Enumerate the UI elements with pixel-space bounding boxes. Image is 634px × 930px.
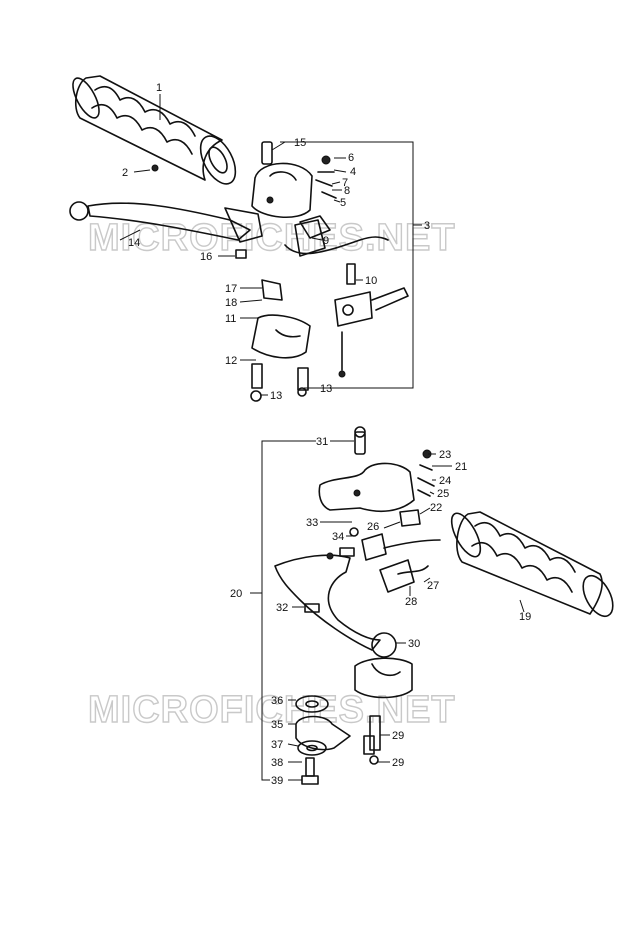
callout-1: 1 <box>156 82 162 94</box>
callout-33: 33 <box>306 517 318 529</box>
callout-3: 3 <box>424 220 430 232</box>
callout-17: 17 <box>225 283 237 295</box>
callout-13b: 13 <box>320 383 332 395</box>
callout-18: 18 <box>225 297 237 309</box>
watermark-top: MICROFICHES.NET <box>88 217 456 259</box>
cable-holder-drawing <box>294 219 326 257</box>
right-grip-drawing <box>450 511 614 618</box>
callout-28: 28 <box>405 596 417 608</box>
bracket-20 <box>261 440 316 781</box>
callout-36: 36 <box>271 695 283 707</box>
callout-31: 31 <box>316 436 328 448</box>
upper-housing-drawing <box>251 141 337 239</box>
callout-6: 6 <box>348 152 354 164</box>
callout-27: 27 <box>427 580 439 592</box>
callout-20: 20 <box>230 588 242 600</box>
callout-22: 22 <box>430 502 442 514</box>
callout-7: 7 <box>342 177 348 189</box>
callout-19: 19 <box>519 611 531 623</box>
callout-30: 30 <box>408 638 420 650</box>
callout-4: 4 <box>350 166 356 178</box>
callout-32: 32 <box>276 602 288 614</box>
callout-2: 2 <box>122 167 128 179</box>
callout-29b: 29 <box>392 757 404 769</box>
lower-upper-housing-drawing <box>318 426 435 527</box>
brake-lever-drawing <box>274 547 397 658</box>
callout-26: 26 <box>367 521 379 533</box>
callout-12: 12 <box>225 355 237 367</box>
callout-38: 38 <box>271 757 283 769</box>
callout-5: 5 <box>340 197 346 209</box>
clutch-lever-drawing <box>69 201 263 243</box>
watermark-bottom: MICROFICHES.NET <box>88 689 456 731</box>
lower-clamp-drawing <box>235 249 311 402</box>
callout-39: 39 <box>271 775 283 787</box>
callout-9: 9 <box>323 235 329 247</box>
callout-11: 11 <box>225 313 236 325</box>
callout-25: 25 <box>437 488 449 500</box>
callout-37: 37 <box>271 739 283 751</box>
callout-10: 10 <box>365 275 377 287</box>
callout-29a: 29 <box>392 730 404 742</box>
callout-35: 35 <box>271 719 283 731</box>
callout-34: 34 <box>332 531 344 543</box>
callout-21: 21 <box>455 461 467 473</box>
switch-drawing <box>334 263 409 378</box>
left-grip-drawing <box>72 75 237 185</box>
callout-13a: 13 <box>270 390 282 402</box>
callout-14: 14 <box>128 237 140 249</box>
washer-stack-drawing <box>295 695 351 785</box>
callout-8: 8 <box>344 185 350 197</box>
callout-23: 23 <box>439 449 451 461</box>
callout-16: 16 <box>200 251 212 263</box>
bracket-3 <box>280 141 414 389</box>
callout-15: 15 <box>294 137 306 149</box>
lower-cable-drawing <box>349 527 441 593</box>
lower-lower-clamp-drawing <box>354 657 413 765</box>
callout-24: 24 <box>439 475 451 487</box>
